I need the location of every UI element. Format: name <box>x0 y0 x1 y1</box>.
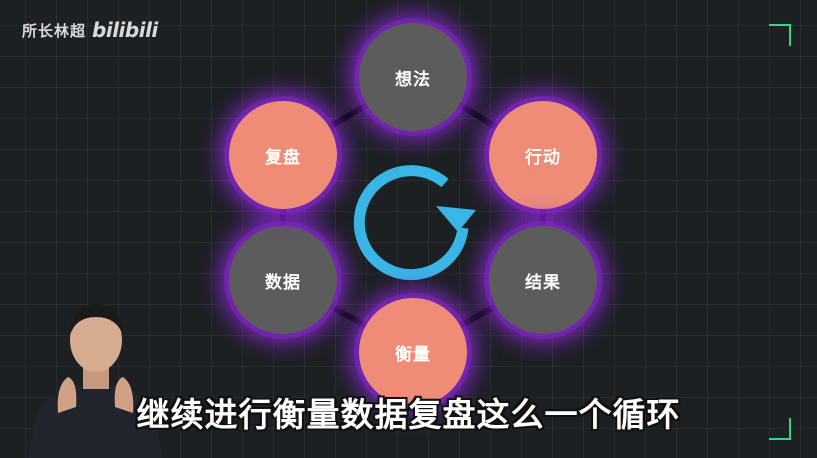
cycle-arrow-icon <box>353 165 476 281</box>
node-label: 结果 <box>525 272 561 293</box>
frame-corner-top-right <box>769 24 791 46</box>
bilibili-logo: bilibili <box>92 18 158 42</box>
node-label: 行动 <box>525 147 561 168</box>
node-measure: 衡量 <box>359 298 467 406</box>
node-action: 行动 <box>489 101 597 209</box>
frame-corner-bottom-right <box>769 418 791 440</box>
channel-name: 所长林超 <box>22 21 87 40</box>
subtitle-caption: 继续进行衡量数据复盘这么一个循环 <box>136 395 681 434</box>
channel-watermark: 所长林超 bilibili <box>22 18 158 42</box>
node-label: 数据 <box>265 272 301 293</box>
presenter-image <box>28 304 163 458</box>
node-label: 复盘 <box>265 147 301 168</box>
node-data: 数据 <box>229 226 337 334</box>
node-result: 结果 <box>489 226 597 334</box>
node-idea: 想法 <box>359 23 467 131</box>
node-review: 复盘 <box>229 101 337 209</box>
node-label: 想法 <box>395 69 431 90</box>
node-label: 衡量 <box>395 344 431 365</box>
